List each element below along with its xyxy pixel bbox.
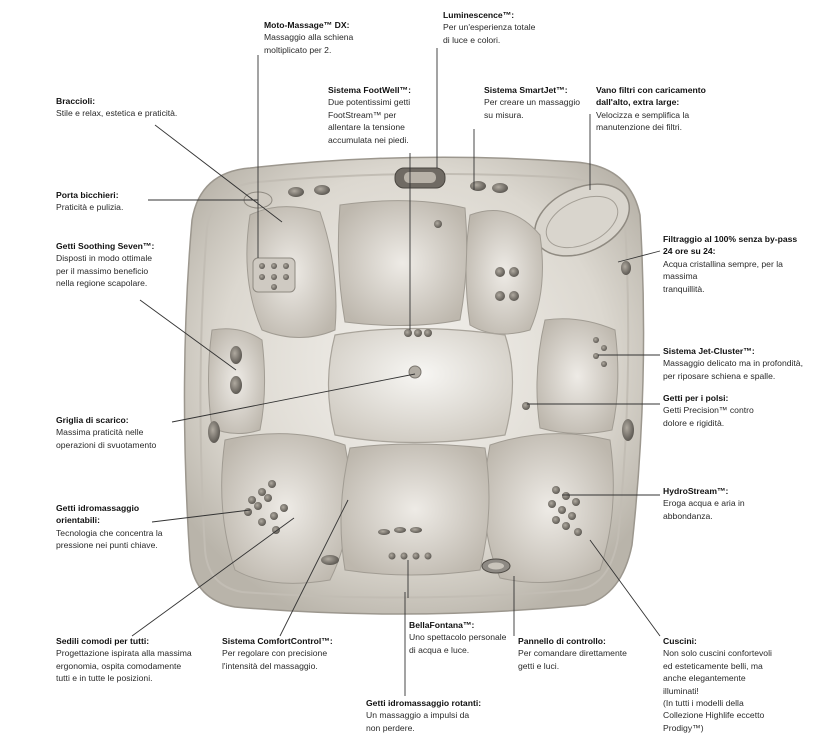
callout-porta-bicchieri: Porta bicchieri:Praticità e pulizia. [56, 190, 124, 213]
callout-filtraggio: Filtraggio al 100% senza by-pass 24 ore … [663, 234, 798, 294]
neck-jets [288, 181, 508, 228]
footstream-jets [404, 329, 432, 337]
footwell [327, 327, 514, 444]
bellafontana-jets [321, 527, 432, 565]
drain-grate [408, 365, 422, 379]
hydrostream-jets [548, 486, 582, 536]
tub-rim [199, 172, 630, 599]
soothing-seven-jets [252, 257, 296, 293]
seat-right [536, 318, 619, 435]
callout-comfortcontrol: Sistema ComfortControl™:Per regolare con… [222, 636, 333, 671]
filter-basket [545, 195, 619, 249]
callout-cuscini: Cuscini:Non solo cuscini confortevoli ed… [663, 636, 772, 733]
callout-moto-massage: Moto-Massage™ DX:Massaggio alla schiena … [264, 20, 354, 55]
seat-lower-center [340, 443, 490, 576]
jet-cluster-jets [522, 261, 634, 441]
callout-sedili: Sedili comodi per tutti:Progettazione is… [56, 636, 192, 684]
callout-soothing-seven: Getti Soothing Seven™:Disposti in modo o… [56, 241, 155, 289]
callout-smartjet: Sistema SmartJet™:Per creare un massaggi… [484, 85, 581, 120]
callout-bellafontana: BellaFontana™:Uno spettacolo personale d… [409, 620, 507, 655]
callout-vano-filtri: Vano filtri con caricamento dall'alto, e… [596, 85, 706, 133]
callout-luminescence: Luminescence™:Per un'esperienza totale d… [443, 10, 536, 45]
callout-getti-orientabili: Getti idromassaggio orientabili:Tecnolog… [56, 503, 163, 551]
callout-braccioli: Braccioli:Stile e relax, estetica e prat… [56, 96, 178, 119]
seat-upper-center [337, 200, 468, 327]
callout-griglia: Griglia di scarico:Massima praticità nel… [56, 415, 157, 450]
callout-footwell: Sistema FootWell™:Due potentissimi getti… [328, 85, 411, 145]
control-panel [481, 558, 511, 574]
callout-pannello: Pannello di controllo:Per comandare dire… [518, 636, 627, 671]
callout-getti-rotanti: Getti idromassaggio rotanti:Un massaggio… [366, 698, 482, 733]
leader-lines [131, 48, 661, 696]
callout-jet-cluster: Sistema Jet-Cluster™:Massaggio delicato … [663, 346, 803, 381]
corner-seat-lower-right [483, 433, 614, 583]
adjustable-jets-lower-left [244, 480, 288, 534]
callout-hydrostream: HydroStream™:Eroga acqua e aria in abbon… [663, 486, 745, 521]
side-jets-left [208, 346, 242, 443]
callout-getti-polsi: Getti per i polsi:Getti Precision™ contr… [663, 393, 754, 428]
smartjet-jets [495, 267, 519, 301]
